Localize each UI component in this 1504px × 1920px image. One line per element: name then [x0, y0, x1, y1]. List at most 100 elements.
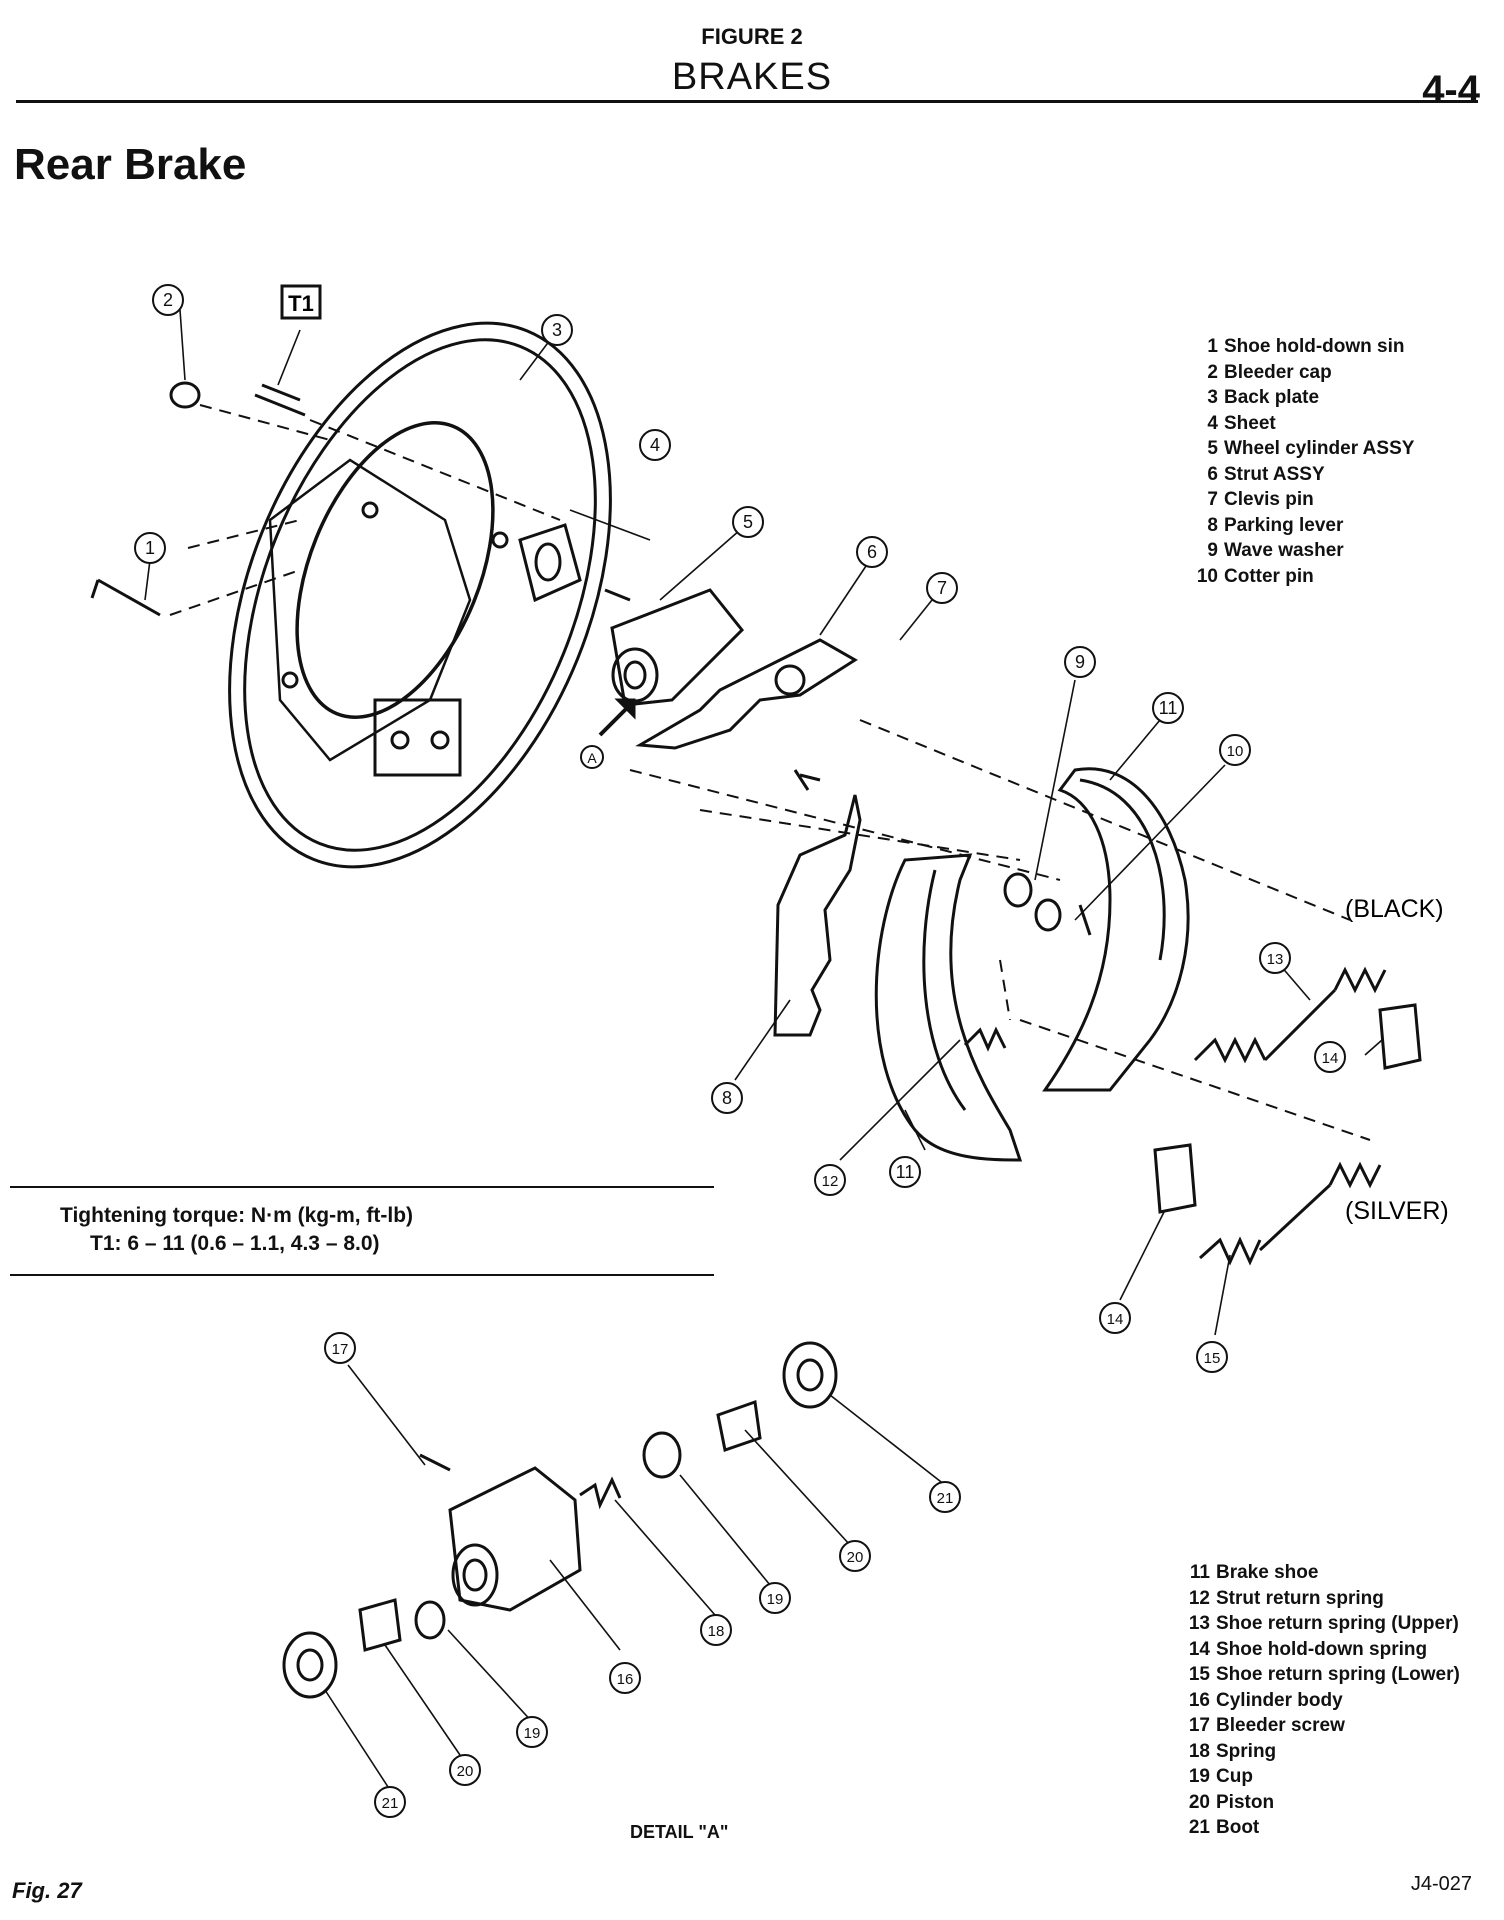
svg-text:18: 18 — [708, 1623, 725, 1640]
callout-4: 4 — [639, 429, 671, 461]
callout-14-right: 14 — [1314, 1041, 1346, 1073]
legend-top-item-label: Shoe hold-down sin — [1224, 336, 1405, 357]
svg-text:T1: T1 — [288, 291, 314, 316]
bolt-part — [254, 383, 306, 417]
svg-text:9: 9 — [1075, 652, 1085, 672]
silver-spring-label: (SILVER) — [1345, 1197, 1449, 1225]
legend-top-item-number: 8 — [1207, 514, 1218, 536]
svg-text:10: 10 — [1227, 743, 1244, 760]
svg-text:19: 19 — [524, 1725, 541, 1742]
legend-bottom-item-number: 17 — [1188, 1715, 1210, 1736]
legend-bottom-item-label: Brake shoe — [1216, 1562, 1319, 1583]
callout-6: 6 — [856, 536, 888, 568]
legend-top-item-number: 10 — [1196, 565, 1218, 587]
svg-text:2: 2 — [163, 290, 173, 310]
legend-bottom-item: 19 Cup — [1176, 1764, 1460, 1790]
svg-text:11: 11 — [896, 1162, 915, 1182]
hold-down-pin-part — [90, 578, 161, 617]
legend-bottom-item-label: Strut return spring — [1216, 1587, 1384, 1609]
callout-7: 7 — [926, 572, 958, 604]
lower-spring-right — [1328, 1161, 1382, 1189]
callout-13: 13 — [1259, 942, 1291, 974]
legend-top-item-number: 1 — [1207, 336, 1218, 357]
header-rule — [16, 100, 1478, 103]
torque-rule-top — [10, 1186, 714, 1188]
legend-bottom-item-number: 21 — [1188, 1817, 1210, 1838]
callout-2: 2 — [152, 284, 184, 316]
upper-spring-right — [1333, 966, 1387, 994]
callout-8: 8 — [711, 1082, 743, 1114]
svg-text:21: 21 — [382, 1795, 399, 1812]
legend-top-item-label: Back plate — [1224, 387, 1320, 408]
svg-text:4: 4 — [650, 435, 660, 455]
svg-text:8: 8 — [722, 1088, 732, 1108]
figure-title: BRAKES — [671, 56, 833, 98]
section-title: Rear Brake — [14, 140, 247, 189]
legend-bottom-item-number: 18 — [1188, 1740, 1210, 1762]
legend-bottom-item-number: 19 — [1188, 1766, 1210, 1787]
brake-shoe-left-part — [874, 853, 1023, 1162]
callout-11-left: 11 — [889, 1156, 921, 1188]
svg-text:11: 11 — [1159, 698, 1178, 718]
legend-bottom-item: 18 Spring — [1176, 1739, 1460, 1765]
callout-12: 12 — [814, 1164, 846, 1196]
callout-3: 3 — [541, 314, 573, 346]
svg-text:5: 5 — [743, 512, 753, 532]
callout-14-left: 14 — [1099, 1302, 1131, 1334]
svg-text:6: 6 — [867, 542, 877, 562]
legend-bottom-item-label: Spring — [1216, 1740, 1277, 1762]
legend-top-item-number: 7 — [1207, 489, 1218, 510]
torque-tag: T1 — [280, 284, 322, 320]
back-plate-part — [228, 321, 612, 869]
legend-top-item-number: 2 — [1207, 361, 1218, 383]
svg-text:21: 21 — [937, 1490, 954, 1507]
svg-text:12: 12 — [822, 1173, 839, 1190]
legend-bottom-item-number: 16 — [1188, 1689, 1210, 1711]
legend-bottom-item-label: Cup — [1216, 1766, 1253, 1787]
lower-spring-left — [1198, 1236, 1262, 1266]
callout-20-bottom: 20 — [449, 1754, 481, 1786]
svg-text:17: 17 — [332, 1341, 349, 1358]
legend-top-item: 3 Back plate — [1184, 385, 1414, 411]
legend-top-item-number: 3 — [1207, 387, 1218, 408]
detail-marker: A — [580, 745, 604, 769]
legend-bottom-item-label: Piston — [1216, 1791, 1275, 1813]
legend-top-item-number: 5 — [1207, 438, 1218, 459]
legend-bottom-item: 20 Piston — [1176, 1790, 1460, 1816]
legend-top-item-number: 6 — [1207, 463, 1218, 485]
svg-text:19: 19 — [767, 1591, 784, 1608]
torque-heading: Tightening torque: N·m (kg-m, ft-lb) — [60, 1204, 414, 1227]
legend-bottom-item-number: 20 — [1188, 1791, 1210, 1813]
sheet-part — [518, 523, 582, 603]
parking-lever-part — [773, 794, 862, 1037]
upper-spring-left — [1193, 1036, 1267, 1064]
callout-9: 9 — [1064, 646, 1096, 678]
detail-caption: DETAIL "A" — [630, 1822, 729, 1842]
legend-top-item-label: Sheet — [1224, 412, 1276, 434]
legend-bottom-item-number: 11 — [1189, 1562, 1210, 1583]
figure-label: FIGURE 2 — [701, 24, 803, 49]
svg-text:16: 16 — [617, 1671, 634, 1688]
callout-19-top: 19 — [759, 1582, 791, 1614]
legend-top-item-label: Strut ASSY — [1224, 463, 1325, 485]
callout-21-top: 21 — [929, 1481, 961, 1513]
callout-20-top: 20 — [839, 1540, 871, 1572]
torque-value: T1: 6 – 11 (0.6 – 1.1, 4.3 – 8.0) — [90, 1232, 380, 1255]
torque-spec-box: Tightening torque: N·m (kg-m, ft-lb) T1:… — [10, 1186, 714, 1276]
legend-top-item: 6 Strut ASSY — [1184, 462, 1414, 488]
legend-top-item-label: Wave washer — [1224, 540, 1344, 561]
